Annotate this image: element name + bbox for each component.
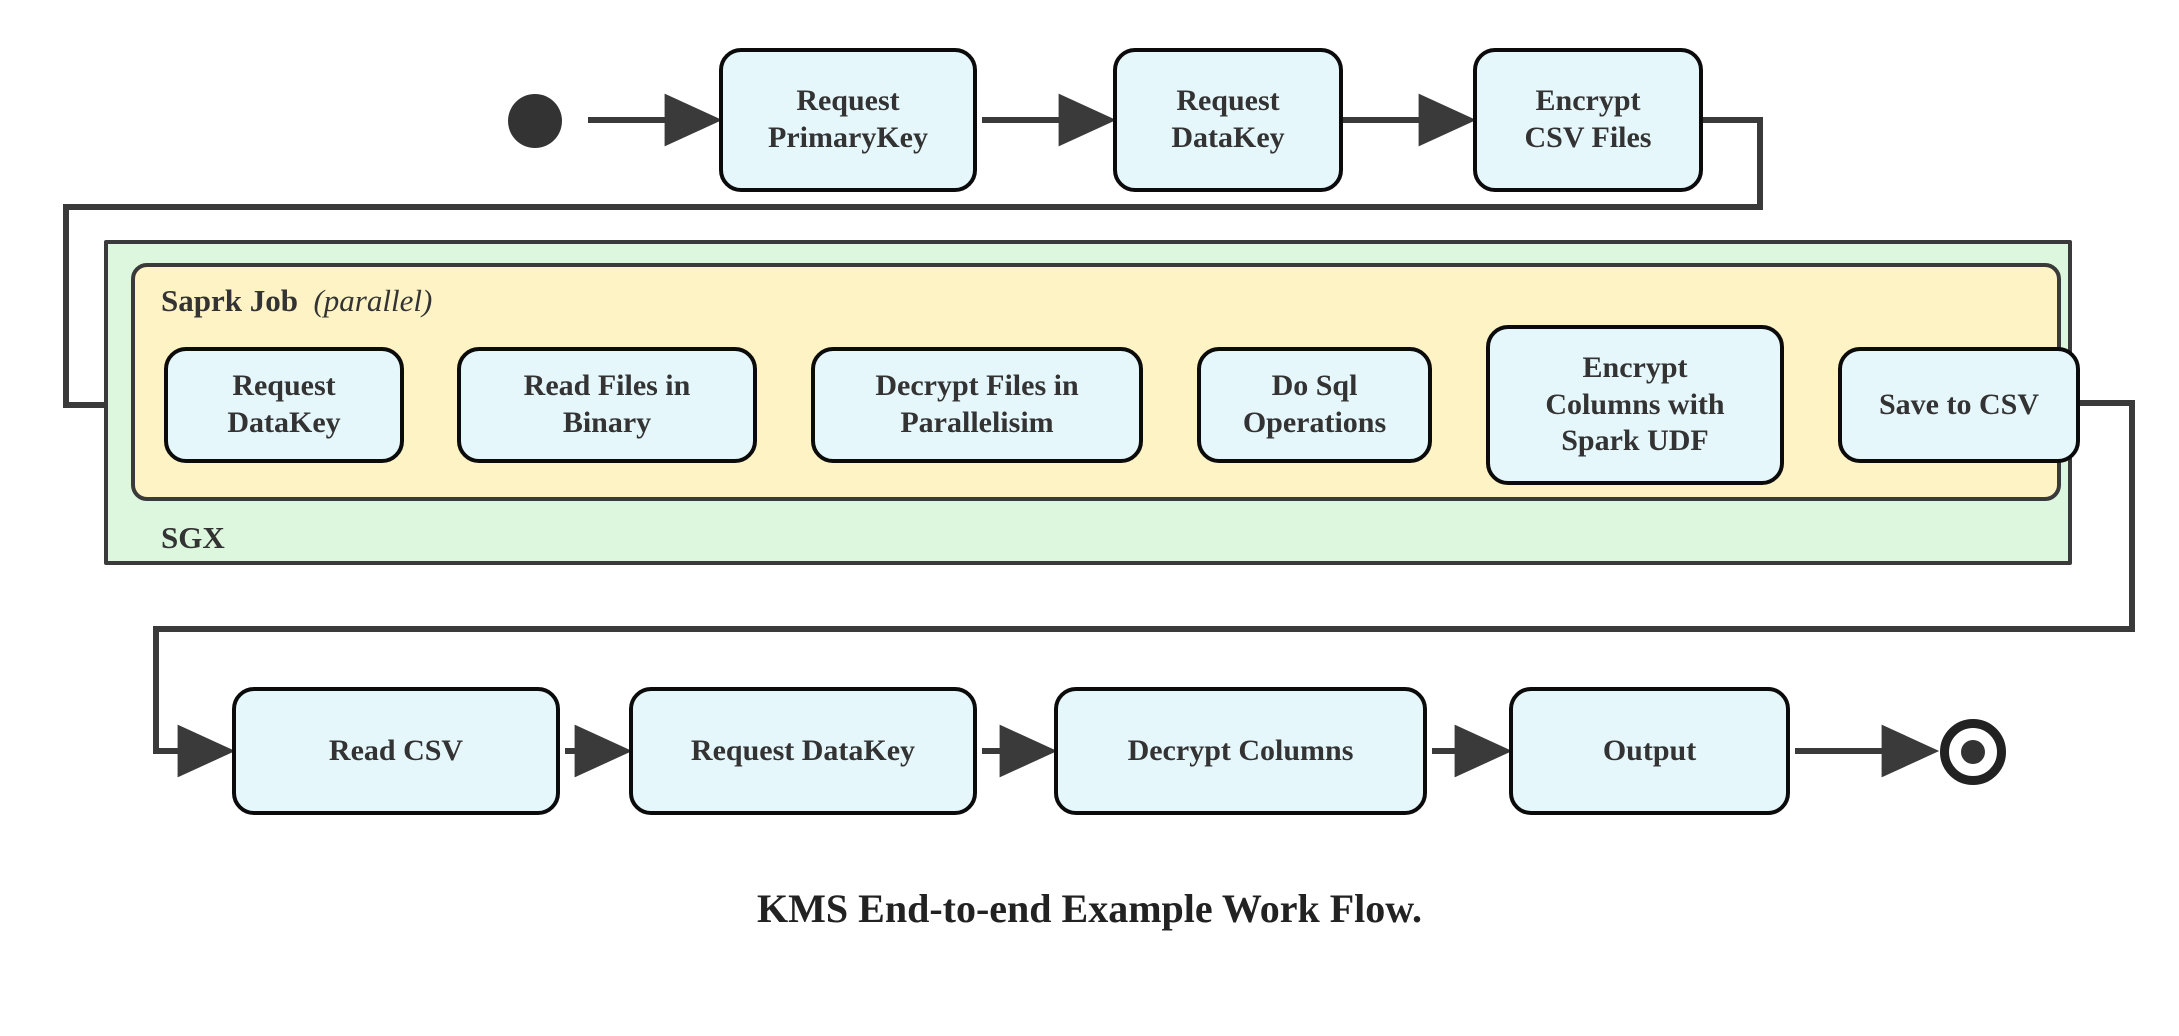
- spark-job-label: Saprk Job (parallel): [161, 283, 432, 319]
- node-label: Save to CSV: [1878, 387, 2039, 421]
- node-label: Request DataKey: [227, 369, 341, 439]
- start-node-icon: [508, 94, 562, 148]
- figure-caption: KMS End-to-end Example Work Flow.: [757, 886, 1422, 931]
- end-node-inner-dot: [1961, 740, 1985, 764]
- node-label: Read Files in Binary: [523, 369, 691, 439]
- node-label: Request PrimaryKey: [768, 84, 928, 154]
- node-label: Do Sql Operations: [1242, 369, 1387, 439]
- node-encrypt-csv-files[interactable]: Encrypt CSV Files: [1473, 48, 1703, 192]
- node-do-sql-operations[interactable]: Do Sql Operations: [1197, 347, 1432, 463]
- node-label: Request DataKey: [1171, 84, 1285, 154]
- node-label: Output: [1602, 733, 1697, 767]
- node-decrypt-columns[interactable]: Decrypt Columns: [1054, 687, 1427, 815]
- node-label: Request DataKey: [690, 733, 916, 767]
- node-label: Encrypt Columns with Spark UDF: [1545, 351, 1725, 458]
- spark-job-label-italic: (parallel): [313, 283, 433, 318]
- node-label: Decrypt Columns: [1127, 733, 1354, 767]
- end-node-icon: [1940, 719, 2006, 785]
- node-encrypt-columns-with-spark-udf[interactable]: Encrypt Columns with Spark UDF: [1486, 325, 1784, 485]
- node-save-to-csv[interactable]: Save to CSV: [1838, 347, 2080, 463]
- node-request-primarykey[interactable]: Request PrimaryKey: [719, 48, 977, 192]
- node-output[interactable]: Output: [1509, 687, 1790, 815]
- node-read-csv[interactable]: Read CSV: [232, 687, 560, 815]
- node-read-files-in-binary[interactable]: Read Files in Binary: [457, 347, 757, 463]
- node-label: Decrypt Files in Parallelisim: [875, 369, 1079, 439]
- node-request-datakey-top[interactable]: Request DataKey: [1113, 48, 1343, 192]
- node-decrypt-files-in-parallelisim[interactable]: Decrypt Files in Parallelisim: [811, 347, 1143, 463]
- node-label: Encrypt CSV Files: [1524, 84, 1652, 154]
- spark-job-label-bold: Saprk Job: [161, 283, 298, 318]
- node-request-datakey-spark[interactable]: Request DataKey: [164, 347, 404, 463]
- node-label: Read CSV: [328, 733, 464, 767]
- node-request-datakey-bottom[interactable]: Request DataKey: [629, 687, 977, 815]
- sgx-label-text: SGX: [161, 520, 225, 555]
- sgx-label: SGX: [161, 520, 225, 556]
